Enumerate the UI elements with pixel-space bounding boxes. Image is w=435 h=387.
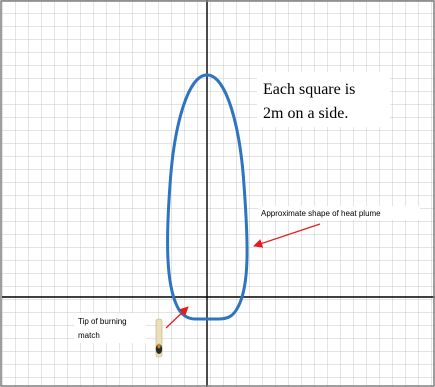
note-line-1: Each square is <box>263 81 355 98</box>
plume-label: Approximate shape of heat plume <box>261 209 381 218</box>
match-label-line-1: Tip of burning <box>78 317 127 326</box>
match-label-line-2: match <box>78 331 100 340</box>
burning-match-icon <box>155 318 163 358</box>
note-line-2: 2m on a side. <box>263 105 348 122</box>
heat-plume-outline <box>166 73 249 321</box>
note-box <box>257 72 390 127</box>
plume-arrow <box>253 223 321 248</box>
match-arrow <box>165 306 189 329</box>
plume-label-box <box>258 206 420 220</box>
match-label-box <box>74 313 146 343</box>
